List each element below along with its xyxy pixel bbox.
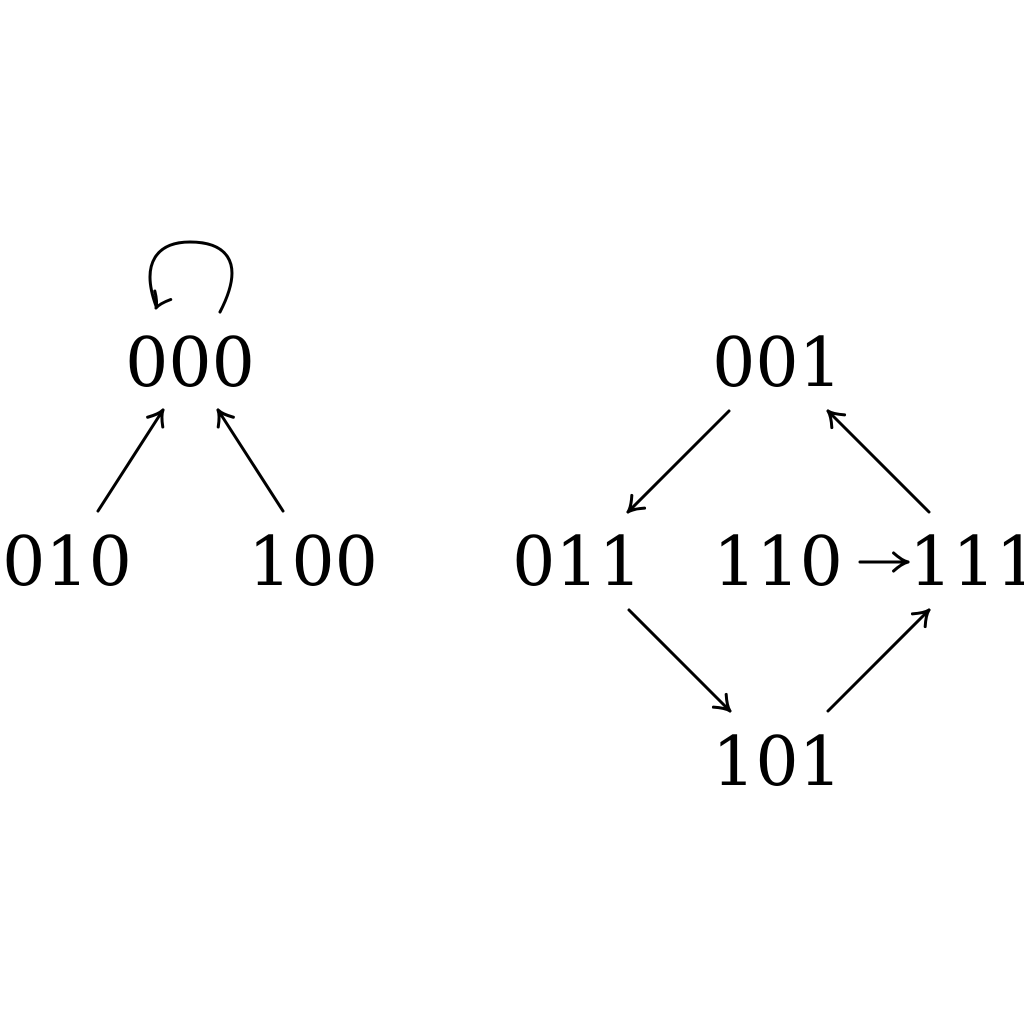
- edge-001-to-011-arrowhead: [626, 493, 647, 514]
- node-100: 100: [248, 523, 378, 602]
- edge-000-to-000: [148, 240, 234, 314]
- edge-101-to-111-line: [826, 608, 931, 713]
- edge-111-to-001-arrowhead: [826, 409, 847, 430]
- edge-110-to-111: [858, 551, 910, 573]
- node-000: 000: [125, 324, 255, 403]
- node-001: 001: [712, 324, 842, 403]
- node-101: 101: [712, 723, 842, 802]
- edge-000-to-000-arrowhead: [153, 289, 173, 310]
- edges-layer: [96, 240, 931, 713]
- edge-100-to-000-line: [216, 408, 285, 513]
- node-110: 110: [713, 523, 843, 602]
- edge-001-to-011-line: [626, 409, 731, 514]
- edge-101-to-111-arrowhead: [910, 608, 931, 629]
- edge-100-to-000: [216, 408, 285, 513]
- edge-110-to-111-arrowhead: [892, 551, 910, 573]
- edge-111-to-001-line: [826, 409, 931, 514]
- edge-000-to-000-loop: [148, 240, 234, 314]
- node-111: 111: [909, 523, 1024, 602]
- edge-001-to-011: [626, 409, 731, 514]
- edge-100-to-000-arrowhead: [216, 408, 235, 429]
- node-010: 010: [2, 523, 132, 602]
- edge-010-to-000: [96, 408, 165, 513]
- edge-010-to-000-line: [96, 408, 165, 513]
- edge-011-to-101: [627, 608, 732, 713]
- nodes-layer: 000 010 100 001 011 110 111 101: [2, 324, 1024, 802]
- edge-111-to-001: [826, 409, 931, 514]
- node-011: 011: [512, 523, 642, 602]
- edge-011-to-101-arrowhead: [711, 692, 732, 713]
- edge-011-to-101-line: [627, 608, 732, 713]
- edge-101-to-111: [826, 608, 931, 713]
- edge-010-to-000-arrowhead: [146, 408, 165, 429]
